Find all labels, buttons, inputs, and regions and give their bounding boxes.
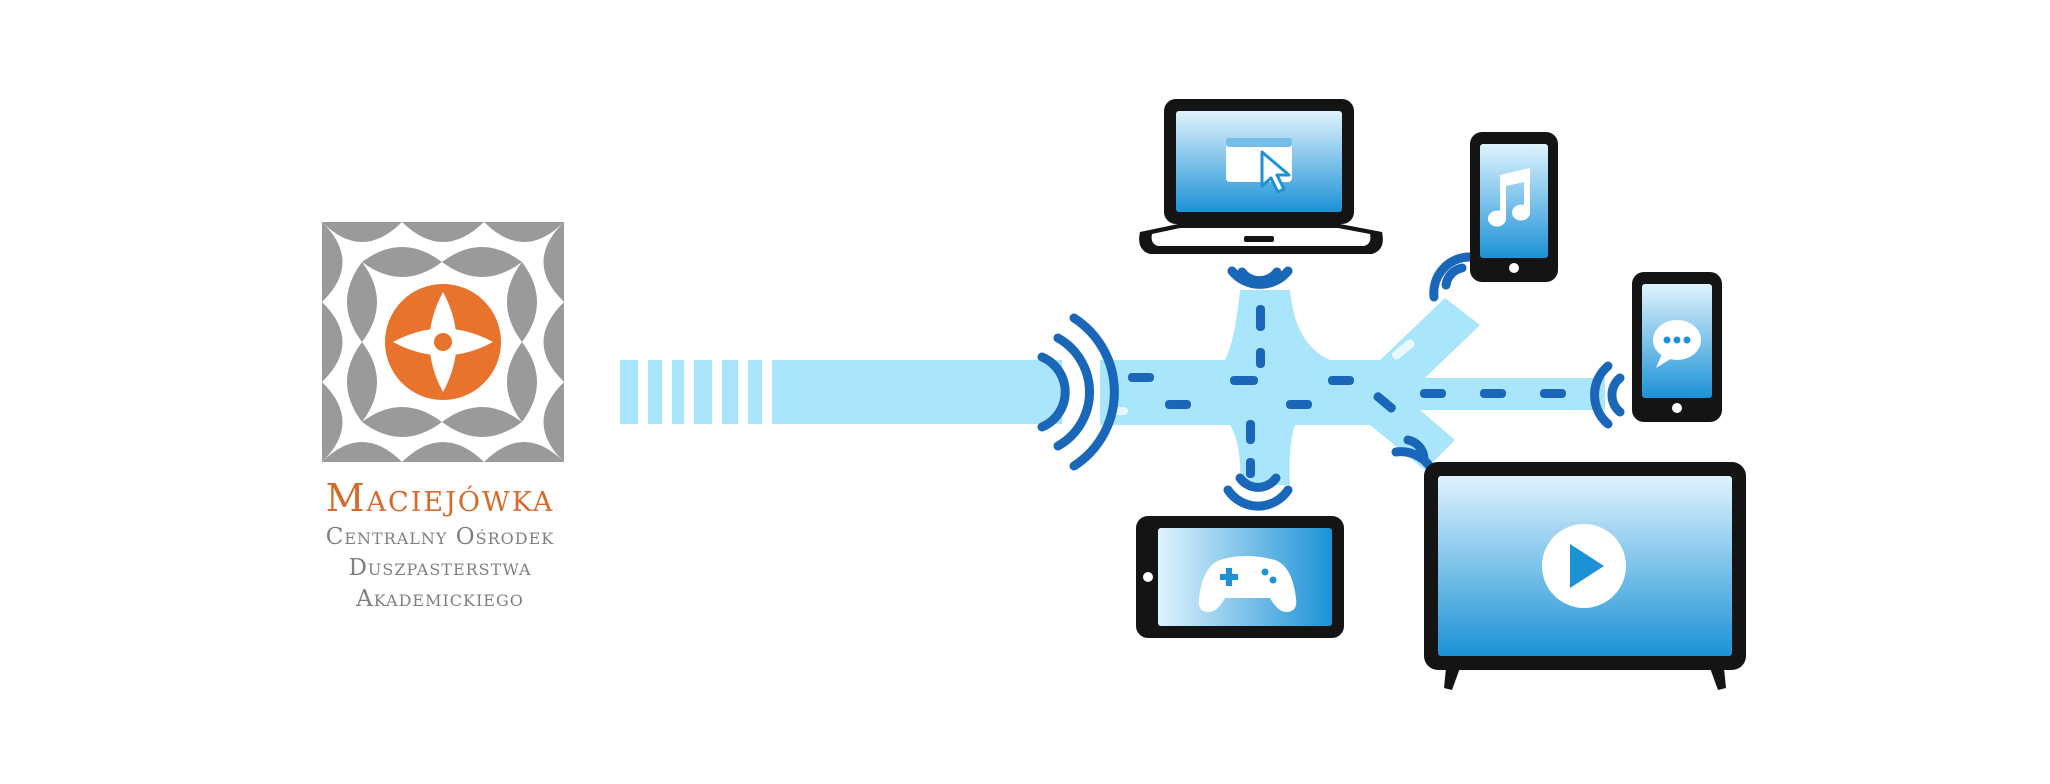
logo-subtitle-line2: Duszpasterstwa: [348, 555, 532, 581]
tablet-game-device: [1136, 516, 1344, 638]
logo-subtitle-line3: Akademickiego: [356, 586, 524, 612]
signal-stream: [620, 360, 1062, 424]
music-note-icon: [1488, 168, 1531, 227]
signal-arcs: [1037, 252, 1625, 511]
logo-mark: [322, 222, 564, 462]
hub-network: [1100, 290, 1605, 485]
hub-dashes: [1128, 305, 1566, 478]
phone-music-device: [1470, 132, 1558, 282]
tv-device: [1424, 462, 1746, 690]
logo-subtitle-line1: Centralny Ośrodek: [325, 524, 555, 550]
phone-chat-device: [1632, 272, 1722, 422]
play-button-icon: [1542, 524, 1626, 608]
window-cursor-icon: [1226, 138, 1292, 194]
laptop-device: [1139, 99, 1383, 254]
chat-bubble-icon: [1653, 320, 1701, 368]
gamepad-icon: [1198, 556, 1297, 612]
logo-title: Maciejówka: [325, 476, 555, 520]
